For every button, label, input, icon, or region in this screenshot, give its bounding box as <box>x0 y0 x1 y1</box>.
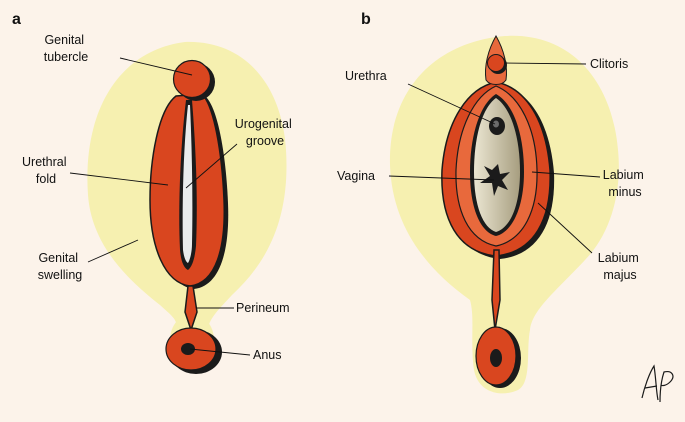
label-anus: Anus <box>253 348 282 362</box>
label-urogenital-groove: Urogenital groove <box>235 117 295 148</box>
leader-labium-minus <box>531 171 601 178</box>
label-genital-swelling: Genital swelling <box>38 251 83 282</box>
leader-labium-majus <box>537 202 593 254</box>
label-genital-tubercle: Genital tubercle <box>44 33 89 64</box>
leader-urethral-fold <box>69 172 169 186</box>
leader-genital-swelling <box>87 239 139 263</box>
urethra-lumen <box>493 120 499 128</box>
label-perineum: Perineum <box>236 301 290 315</box>
leader-urethra <box>407 83 496 125</box>
clitoris-shape <box>487 54 505 72</box>
leader-clitoris <box>504 62 587 65</box>
genital-tubercle-shape <box>172 59 212 99</box>
label-urethral-fold: Urethral fold <box>22 155 70 186</box>
artist-signature <box>641 364 674 403</box>
label-vagina: Vagina <box>337 169 375 183</box>
leader-anus <box>189 348 251 356</box>
anus-opening <box>181 343 195 355</box>
leader-urogenital-groove <box>185 143 238 189</box>
label-labium-majus: Labium majus <box>598 251 642 282</box>
label-labium-minus: Labium minus <box>603 168 647 199</box>
perineum-shape <box>184 285 198 333</box>
panel-a-letter: a <box>12 11 21 28</box>
label-urethra: Urethra <box>345 69 387 83</box>
panel-b: b Clitoris Urethra <box>337 11 647 394</box>
panel-a: a Genital tubercle Urogen <box>12 11 295 374</box>
leader-genital-tubercle <box>119 57 193 76</box>
panel-b-letter: b <box>361 11 371 28</box>
leader-vagina <box>388 175 495 181</box>
urogenital-groove-inner <box>182 105 193 263</box>
perineal-raphe-shape <box>491 249 501 331</box>
label-clitoris: Clitoris <box>590 57 628 71</box>
anus-b-opening <box>490 349 502 367</box>
vagina-opening <box>480 164 510 196</box>
